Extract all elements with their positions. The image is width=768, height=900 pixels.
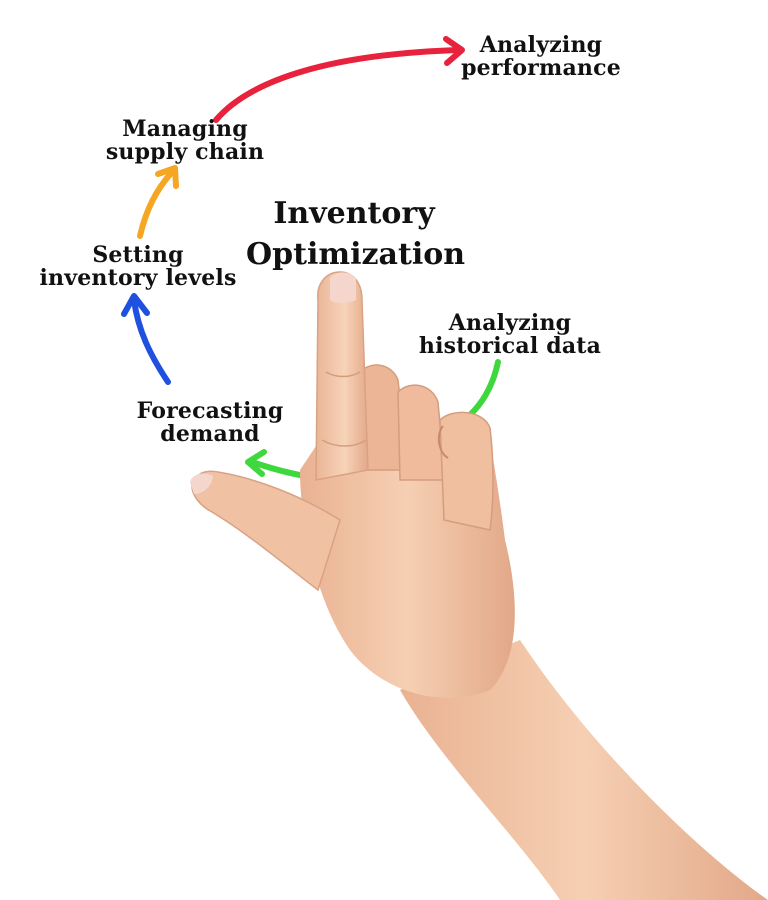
step-label-line-2: demand (160, 421, 260, 448)
title-line-1: Inventory (273, 196, 435, 231)
step-label-line-1: Forecasting (136, 398, 284, 424)
step-label-line-1: Setting (92, 242, 184, 268)
step-label-line-1: Managing (122, 116, 248, 142)
arrow-setting-to-managing (137, 165, 179, 239)
step-label-line-1: Analyzing (448, 310, 572, 336)
title-line-2: Optimization (246, 236, 466, 272)
step-label-supply-chain: Managing supply chain (100, 116, 270, 166)
diagram-title: Inventory Optimization (246, 194, 466, 275)
step-label-line-2: inventory levels (39, 265, 237, 292)
step-label-line-2: historical data (418, 333, 602, 360)
step-label-line-1: Analyzing (479, 32, 603, 58)
arrow-managing-to-performance (213, 36, 465, 123)
arrow-forecast-to-setting (121, 293, 171, 385)
step-label-line-2: performance (461, 55, 621, 82)
step-label-line-2: supply chain (105, 139, 265, 166)
step-label-forecasting-demand: Forecasting demand (130, 398, 290, 448)
step-label-analyzing-performance: Analyzing performance (456, 32, 626, 82)
pointing-hand (190, 271, 768, 900)
step-label-inventory-levels: Setting inventory levels (36, 242, 240, 292)
step-label-historical-data: Analyzing historical data (410, 310, 610, 360)
